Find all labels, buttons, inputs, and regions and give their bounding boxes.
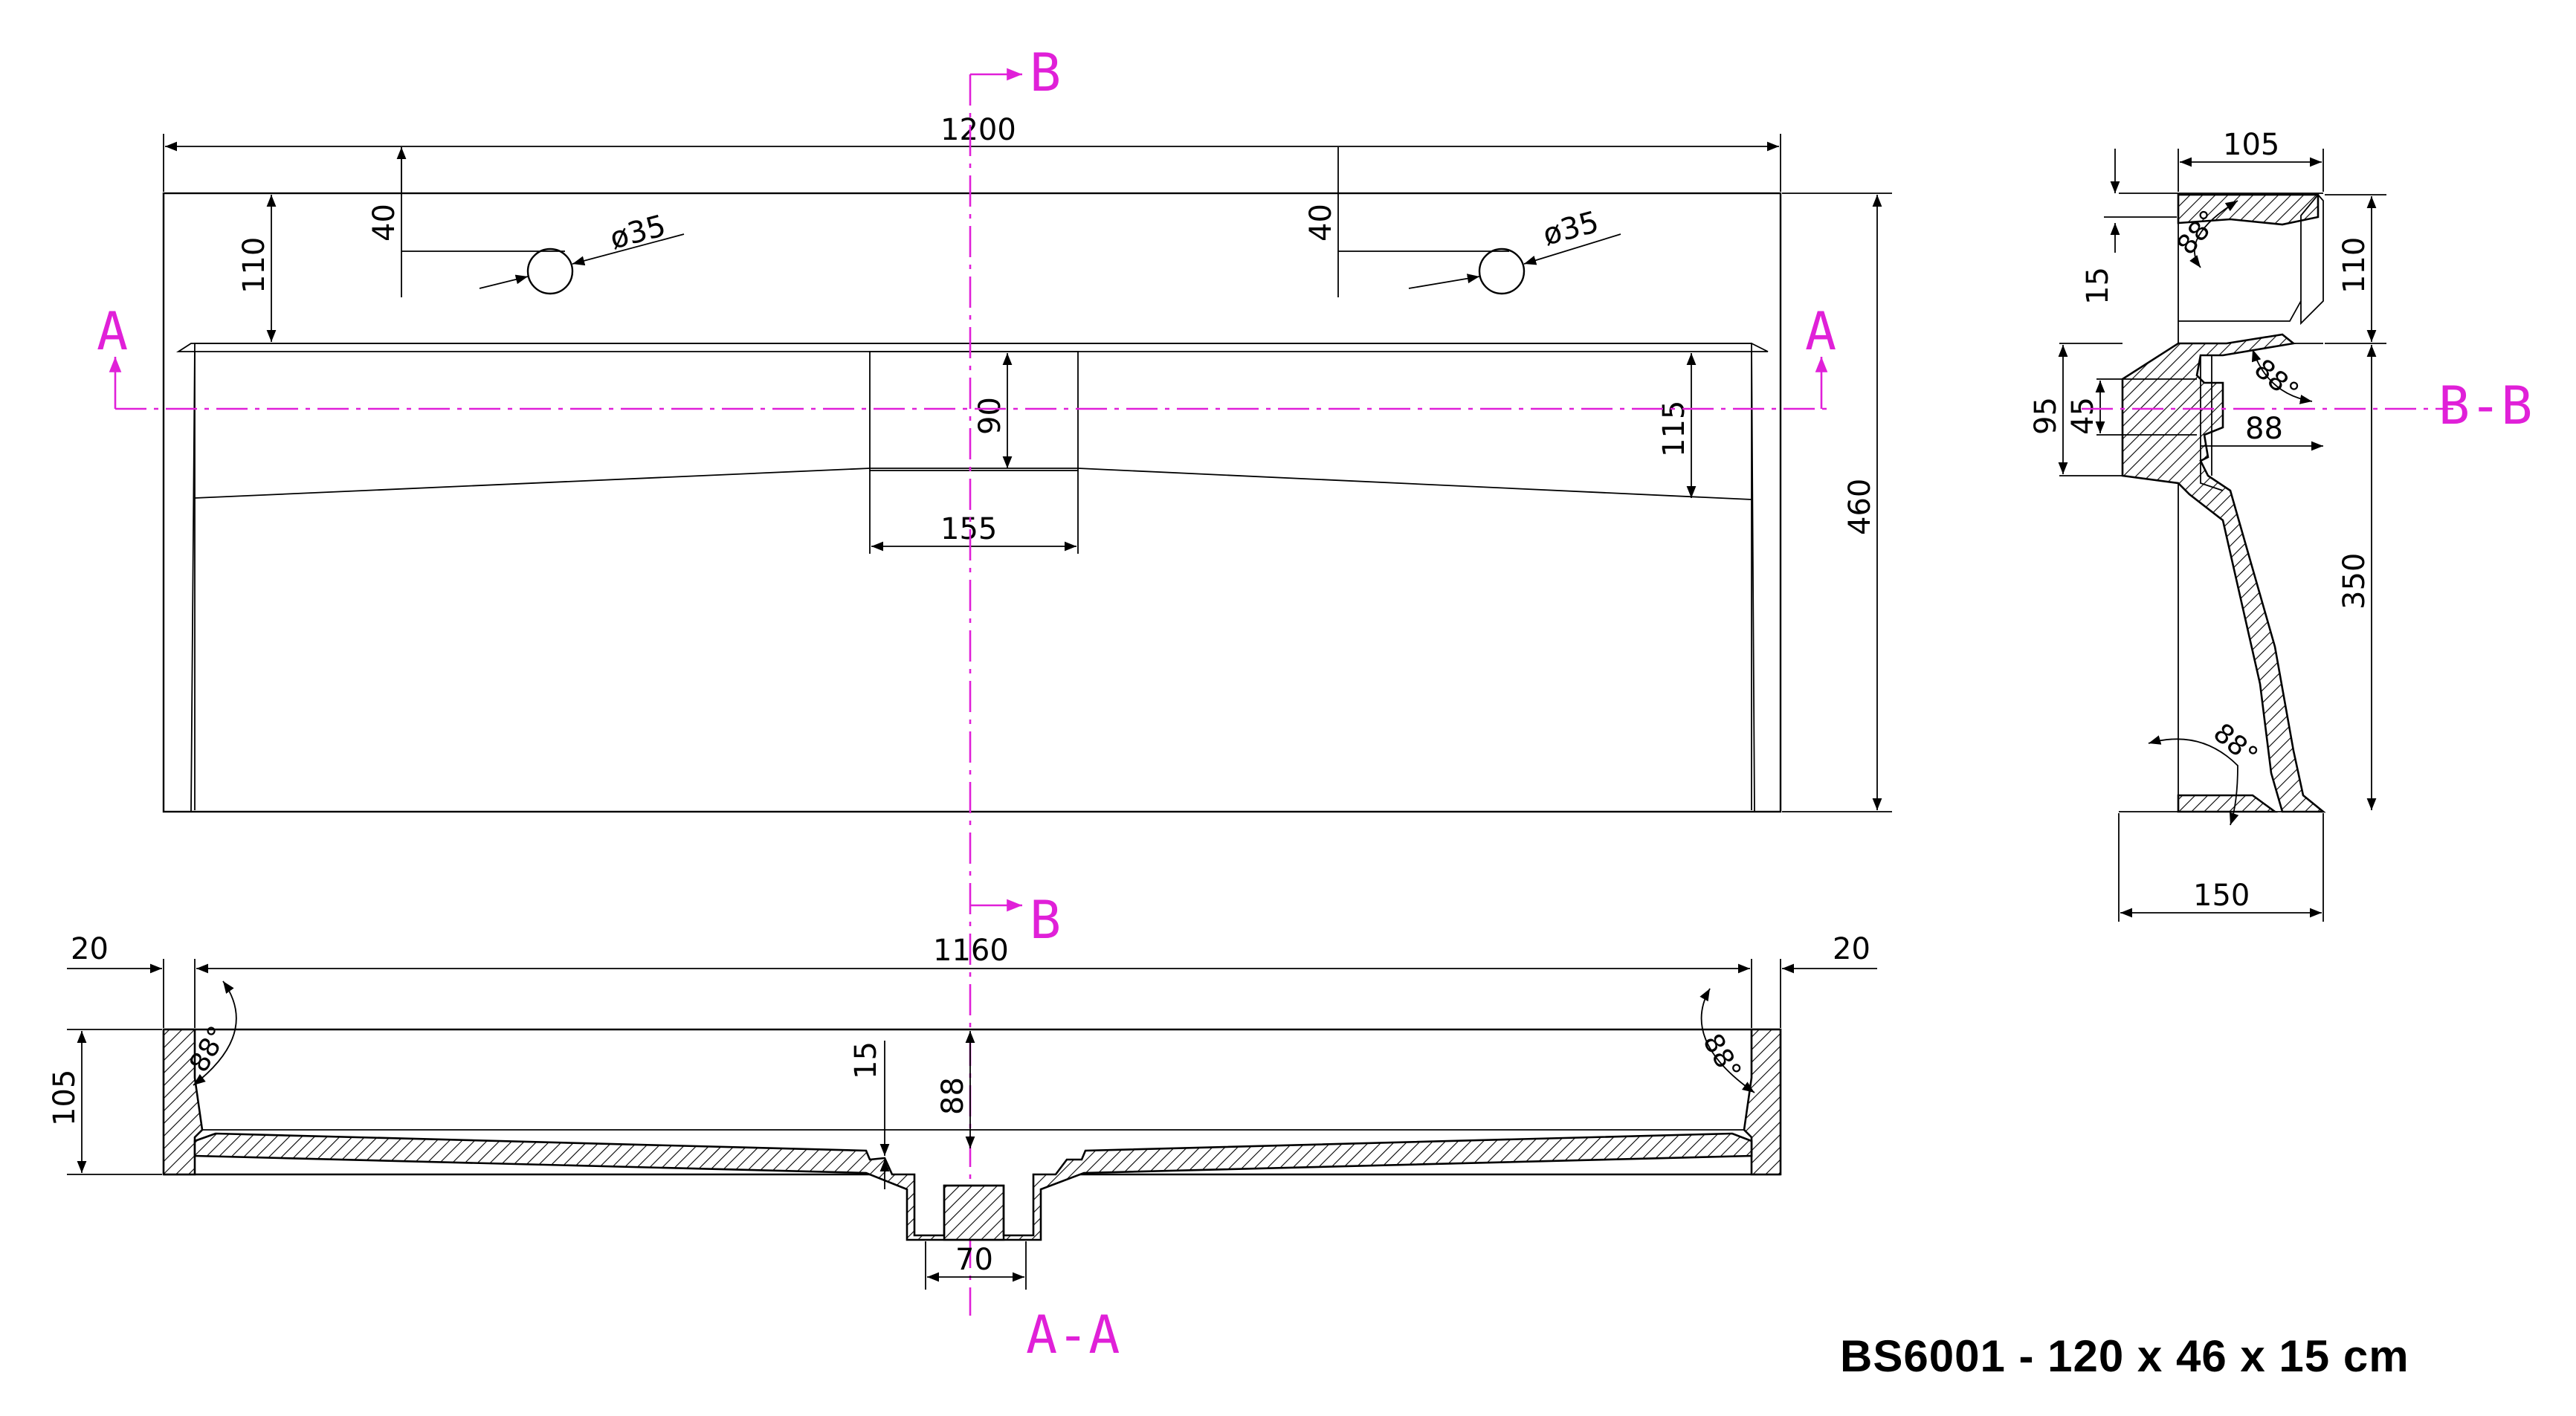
dim-bb-top-thickness: 15: [2081, 267, 2115, 305]
section-label-aa: A-A: [1026, 1305, 1120, 1365]
dim-tap-right-diameter: ø35: [1540, 205, 1603, 253]
bowl-rim-edge: [175, 343, 1769, 352]
dim-floor-thickness: 15: [849, 1041, 883, 1079]
dim-section-height: 105: [48, 1070, 82, 1126]
dim-bb-front-inner: 45: [2066, 397, 2100, 435]
dim-drain-depth: 88: [936, 1077, 970, 1115]
dim-rim-left: 20: [71, 932, 109, 966]
dim-bb-front-height: 95: [2029, 397, 2063, 435]
dim-drain-width: 70: [955, 1243, 993, 1277]
drain-slot: [869, 351, 1079, 471]
section-bb-view: 105 110 350 150 15 95 45 88 88°: [2029, 128, 2532, 922]
dim-inner-width: 1160: [933, 934, 1009, 968]
bb-back-wall: [2300, 193, 2324, 326]
section-label-a-left: A: [97, 301, 128, 362]
bb-base-section: [2177, 794, 2278, 813]
dim-drain-slot-depth: 90: [973, 397, 1007, 435]
dim-bb-front-depth: 88: [2245, 412, 2283, 446]
basin-outline: [162, 192, 1782, 813]
dim-bb-lower-height: 350: [2337, 553, 2372, 610]
bowl-slope-line: [194, 468, 1752, 500]
dim-bb-top-width: 105: [2223, 128, 2279, 162]
dim-drain-slot-width: 155: [940, 512, 997, 546]
angle-bb-mid: 88°: [2248, 353, 2304, 407]
tap-hole-right: [1478, 248, 1526, 295]
dim-bowl-slope-depth: 115: [1657, 401, 1691, 457]
drawing-title: BS6001 - 120 x 46 x 15 cm: [1840, 1331, 2409, 1381]
floor-section: [193, 1132, 1753, 1241]
dim-bb-rim-height: 110: [2337, 237, 2372, 294]
section-label-a-right: A: [1805, 301, 1836, 362]
tap-hole-left: [526, 248, 574, 295]
angle-bb-bottom: 88°: [2207, 717, 2263, 771]
section-label-b-bottom: B: [1030, 890, 1061, 951]
dim-overall-depth: 460: [1843, 479, 1877, 535]
section-label-b-top: B: [1030, 42, 1061, 103]
dim-tap-left-offset: 40: [367, 204, 401, 242]
dim-tap-right-offset: 40: [1304, 204, 1338, 242]
dim-rim-right: 20: [1833, 932, 1870, 966]
dim-tap-left-diameter: ø35: [607, 209, 670, 256]
dim-overall-width: 1200: [940, 113, 1016, 147]
section-aa-view: 20 1160 20 105 15 88 70 88° 88° A-A: [48, 932, 1877, 1365]
section-label-bb: B-B: [2438, 375, 2532, 436]
dim-rim-depth: 110: [237, 237, 271, 294]
dim-bb-bottom-width: 150: [2193, 879, 2250, 913]
top-view: 1200 460 110 40 40 ø35 ø35 90 155: [97, 42, 1892, 1316]
